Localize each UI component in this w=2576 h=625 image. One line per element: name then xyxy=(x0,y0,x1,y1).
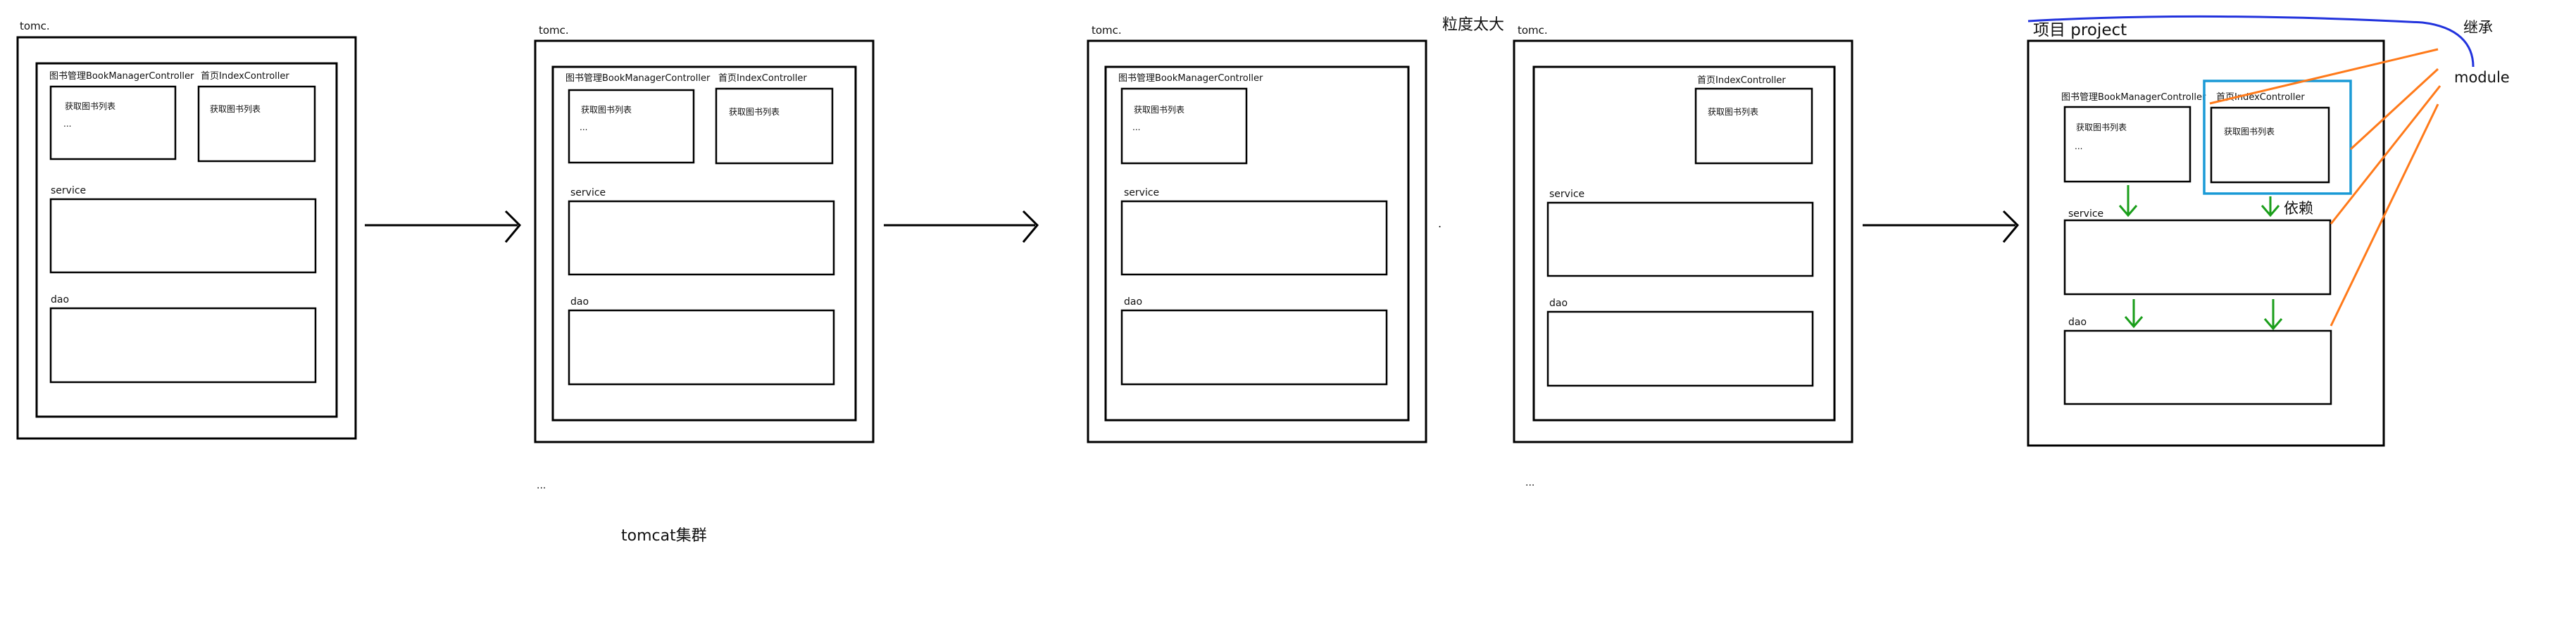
highlighted-module-box xyxy=(2203,80,2352,195)
dao-label: dao xyxy=(51,294,69,305)
index-controller-box xyxy=(715,87,834,165)
book-controller-label: 图书管理BookManagerController xyxy=(49,71,194,82)
get-book-list-label: 获取图书列表 xyxy=(2076,122,2127,132)
arrow-down-icon xyxy=(2263,299,2283,331)
arrow-down-icon xyxy=(2124,299,2144,329)
index-controller-box xyxy=(2210,106,2330,184)
index-controller-box xyxy=(1694,87,1813,165)
book-controller-box xyxy=(49,85,177,160)
get-book-list-label: 获取图书列表 xyxy=(1134,105,1184,115)
dao-box xyxy=(568,309,835,386)
get-book-list-label: 获取图书列表 xyxy=(729,107,780,117)
ellipsis-label: ... xyxy=(2075,141,2082,151)
service-box xyxy=(1546,201,1814,277)
tomcat-box xyxy=(1513,39,1853,443)
service-box xyxy=(568,200,835,276)
book-controller-label: 图书管理BookManagerController xyxy=(1118,73,1263,84)
tomcat-box xyxy=(16,36,357,440)
project-panel: 项目 project 图书管理BookManagerController 获取图… xyxy=(2027,21,2385,447)
project-box xyxy=(2027,39,2385,447)
cluster-caption: tomcat集群 xyxy=(621,527,707,545)
book-controller-label: 图书管理BookManagerController xyxy=(2061,92,2206,103)
tomcat-panel-3: tomc. 图书管理BookManagerController 获取图书列表 .… xyxy=(1087,24,1427,443)
tomcat-box xyxy=(534,39,875,443)
tomcat-label: tomc. xyxy=(20,20,50,32)
tomcat-box xyxy=(1087,39,1427,443)
application-box xyxy=(551,65,857,422)
dao-label: dao xyxy=(2068,317,2087,328)
inherit-label: 继承 xyxy=(2463,19,2493,36)
ellipsis-label: ... xyxy=(580,122,587,132)
application-box xyxy=(1532,65,1836,422)
index-controller-label: 首页IndexController xyxy=(1697,75,1786,86)
get-book-list-label: 获取图书列表 xyxy=(581,105,632,115)
arrow-down-icon xyxy=(2261,196,2280,217)
book-controller-box xyxy=(1120,87,1248,165)
ellipsis-label: ... xyxy=(63,119,71,129)
service-box xyxy=(49,198,317,274)
get-book-list-label: 获取图书列表 xyxy=(65,101,115,111)
tomcat-label: tomc. xyxy=(539,24,569,37)
dao-box xyxy=(49,307,317,384)
arrow-right-icon xyxy=(884,210,1039,243)
module-label: module xyxy=(2454,69,2510,86)
service-label: service xyxy=(570,187,606,198)
index-controller-label: 首页IndexController xyxy=(2216,92,2305,103)
index-controller-label: 首页IndexController xyxy=(718,73,807,84)
get-book-list-label: 获取图书列表 xyxy=(2224,127,2275,137)
book-controller-box xyxy=(2063,106,2192,183)
get-book-list-label: 获取图书列表 xyxy=(1708,107,1758,117)
dot-mark: . xyxy=(1438,217,1442,230)
dao-box xyxy=(1546,310,1814,387)
service-box xyxy=(2063,219,2332,296)
index-controller-box xyxy=(197,85,316,163)
application-box xyxy=(1104,65,1410,422)
tomcat-panel-2: tomc. 图书管理BookManagerController 首页IndexC… xyxy=(534,24,875,443)
ellipsis-note: ... xyxy=(537,480,546,491)
tomcat-panel-1: tomc. 图书管理BookManagerController 首页IndexC… xyxy=(16,20,357,440)
project-title: 项目 project xyxy=(2033,21,2127,39)
service-label: service xyxy=(2068,208,2103,220)
dao-label: dao xyxy=(1549,298,1568,309)
dao-label: dao xyxy=(1124,296,1142,308)
module-lines xyxy=(2209,48,2441,327)
ellipsis-note: ... xyxy=(1525,477,1534,488)
dao-box xyxy=(2063,329,2332,405)
book-controller-label: 图书管理BookManagerController xyxy=(565,73,711,84)
arrow-right-icon xyxy=(1863,210,2020,243)
granularity-note: 粒度太大 xyxy=(1442,16,1504,34)
book-controller-box xyxy=(568,89,695,164)
tomcat-label: tomc. xyxy=(1518,24,1548,37)
dao-box xyxy=(1120,309,1388,386)
arrow-right-icon xyxy=(365,210,522,243)
index-controller-label: 首页IndexController xyxy=(201,71,289,82)
service-label: service xyxy=(1549,189,1584,200)
service-box xyxy=(1120,200,1388,276)
tomcat-label: tomc. xyxy=(1092,24,1122,37)
inherit-curve xyxy=(2027,15,2475,68)
dao-label: dao xyxy=(570,296,589,308)
dependency-label: 依赖 xyxy=(2284,200,2313,217)
ellipsis-label: ... xyxy=(1132,122,1140,132)
application-box xyxy=(35,62,338,418)
tomcat-panel-4: tomc. 首页IndexController 获取图书列表 service d… xyxy=(1513,24,1853,443)
get-book-list-label: 获取图书列表 xyxy=(210,104,261,114)
service-label: service xyxy=(1124,187,1159,198)
service-label: service xyxy=(51,185,86,196)
arrow-down-icon xyxy=(2118,185,2138,217)
